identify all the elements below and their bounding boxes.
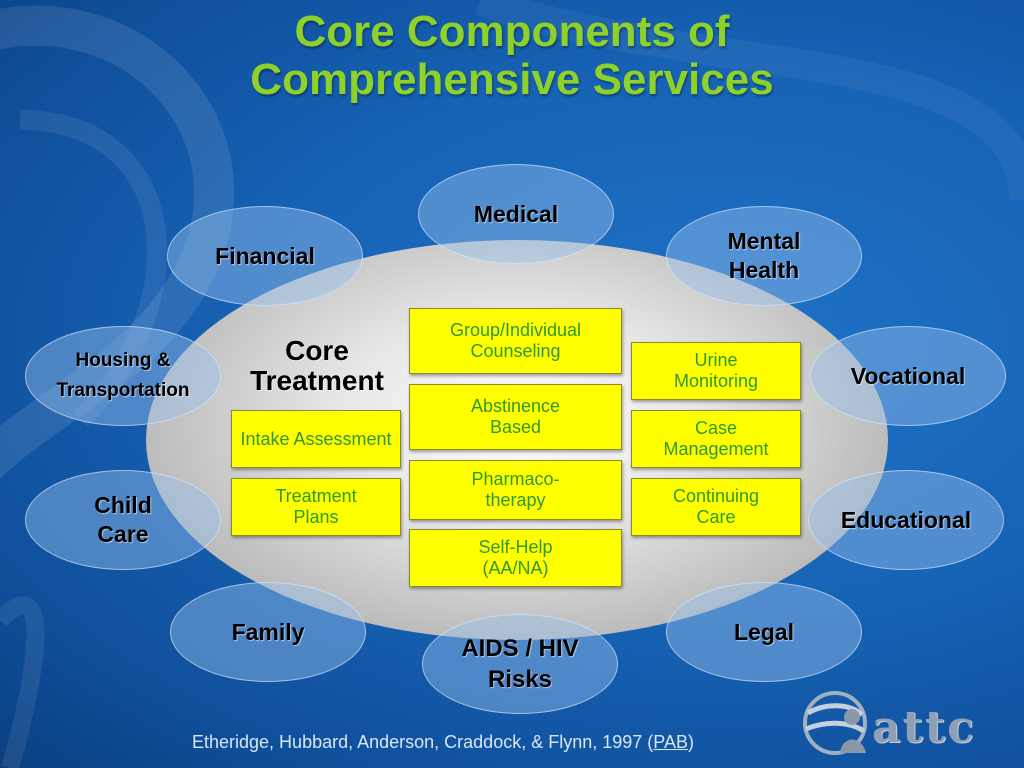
core-box-label: Treatment Plans	[275, 486, 357, 527]
core-box-label: Urine Monitoring	[673, 350, 759, 391]
service-label: Financial	[215, 242, 315, 269]
core-box-group-individual-counseling: Group/Individual Counseling	[409, 308, 622, 374]
service-label: Vocational	[850, 362, 966, 389]
service-label: Housing & Transportation	[56, 350, 190, 401]
service-financial: Financial	[167, 206, 363, 306]
core-box-label: Self-Help (AA/NA)	[478, 537, 553, 578]
core-box-urine-monitoring: Urine Monitoring	[631, 342, 801, 400]
title-line-2: Comprehensive Services	[250, 55, 774, 104]
service-vocational: Vocational	[810, 326, 1006, 426]
core-treatment-label: Core Treatment	[250, 335, 384, 396]
attc-logo-icon	[803, 691, 867, 755]
service-aids-hiv-risks: AIDS / HIV Risks	[422, 614, 618, 714]
service-label: Legal	[733, 618, 795, 645]
core-box-label: Case Management	[663, 418, 769, 459]
service-educational: Educational	[808, 470, 1004, 570]
service-label: AIDS / HIV Risks	[461, 635, 579, 693]
core-box-continuing-care: Continuing Care	[631, 478, 801, 536]
service-label: Family	[231, 618, 305, 645]
citation: Etheridge, Hubbard, Anderson, Craddock, …	[192, 732, 694, 753]
core-box-case-management: Case Management	[631, 410, 801, 468]
service-child-care: Child Care	[25, 470, 221, 570]
service-label: Educational	[840, 506, 972, 533]
core-box-label: Abstinence Based	[470, 396, 561, 437]
core-box-label: Intake Assessment	[240, 428, 392, 449]
core-box-pharmacotherapy: Pharmaco-therapy	[409, 460, 622, 520]
page-title: Core Components of Comprehensive Service…	[0, 8, 1024, 104]
service-family: Family	[170, 582, 366, 682]
core-box-abstinence-based: Abstinence Based	[409, 384, 622, 450]
core-box-intake-assessment: Intake Assessment	[231, 410, 401, 468]
citation-link[interactable]: PAB	[653, 732, 688, 752]
service-mental-health: Mental Health	[666, 206, 862, 306]
core-box-self-help: Self-Help (AA/NA)	[409, 529, 622, 587]
citation-text: Etheridge, Hubbard, Anderson, Craddock, …	[192, 732, 654, 752]
core-box-label: Continuing Care	[672, 486, 760, 527]
service-medical: Medical	[418, 164, 614, 264]
core-box-label: Group/Individual Counseling	[449, 320, 582, 361]
service-housing-transportation: Housing & Transportation	[25, 326, 221, 426]
citation-close: )	[687, 732, 694, 752]
logo-text: attc	[872, 702, 976, 753]
service-label: Medical	[473, 200, 559, 227]
core-box-treatment-plans: Treatment Plans	[231, 478, 401, 536]
service-label: Child Care	[94, 492, 152, 547]
service-label: Mental Health	[727, 228, 801, 283]
core-box-label: Pharmaco-therapy	[471, 469, 560, 510]
service-legal: Legal	[666, 582, 862, 682]
title-line-1: Core Components of	[294, 7, 730, 56]
